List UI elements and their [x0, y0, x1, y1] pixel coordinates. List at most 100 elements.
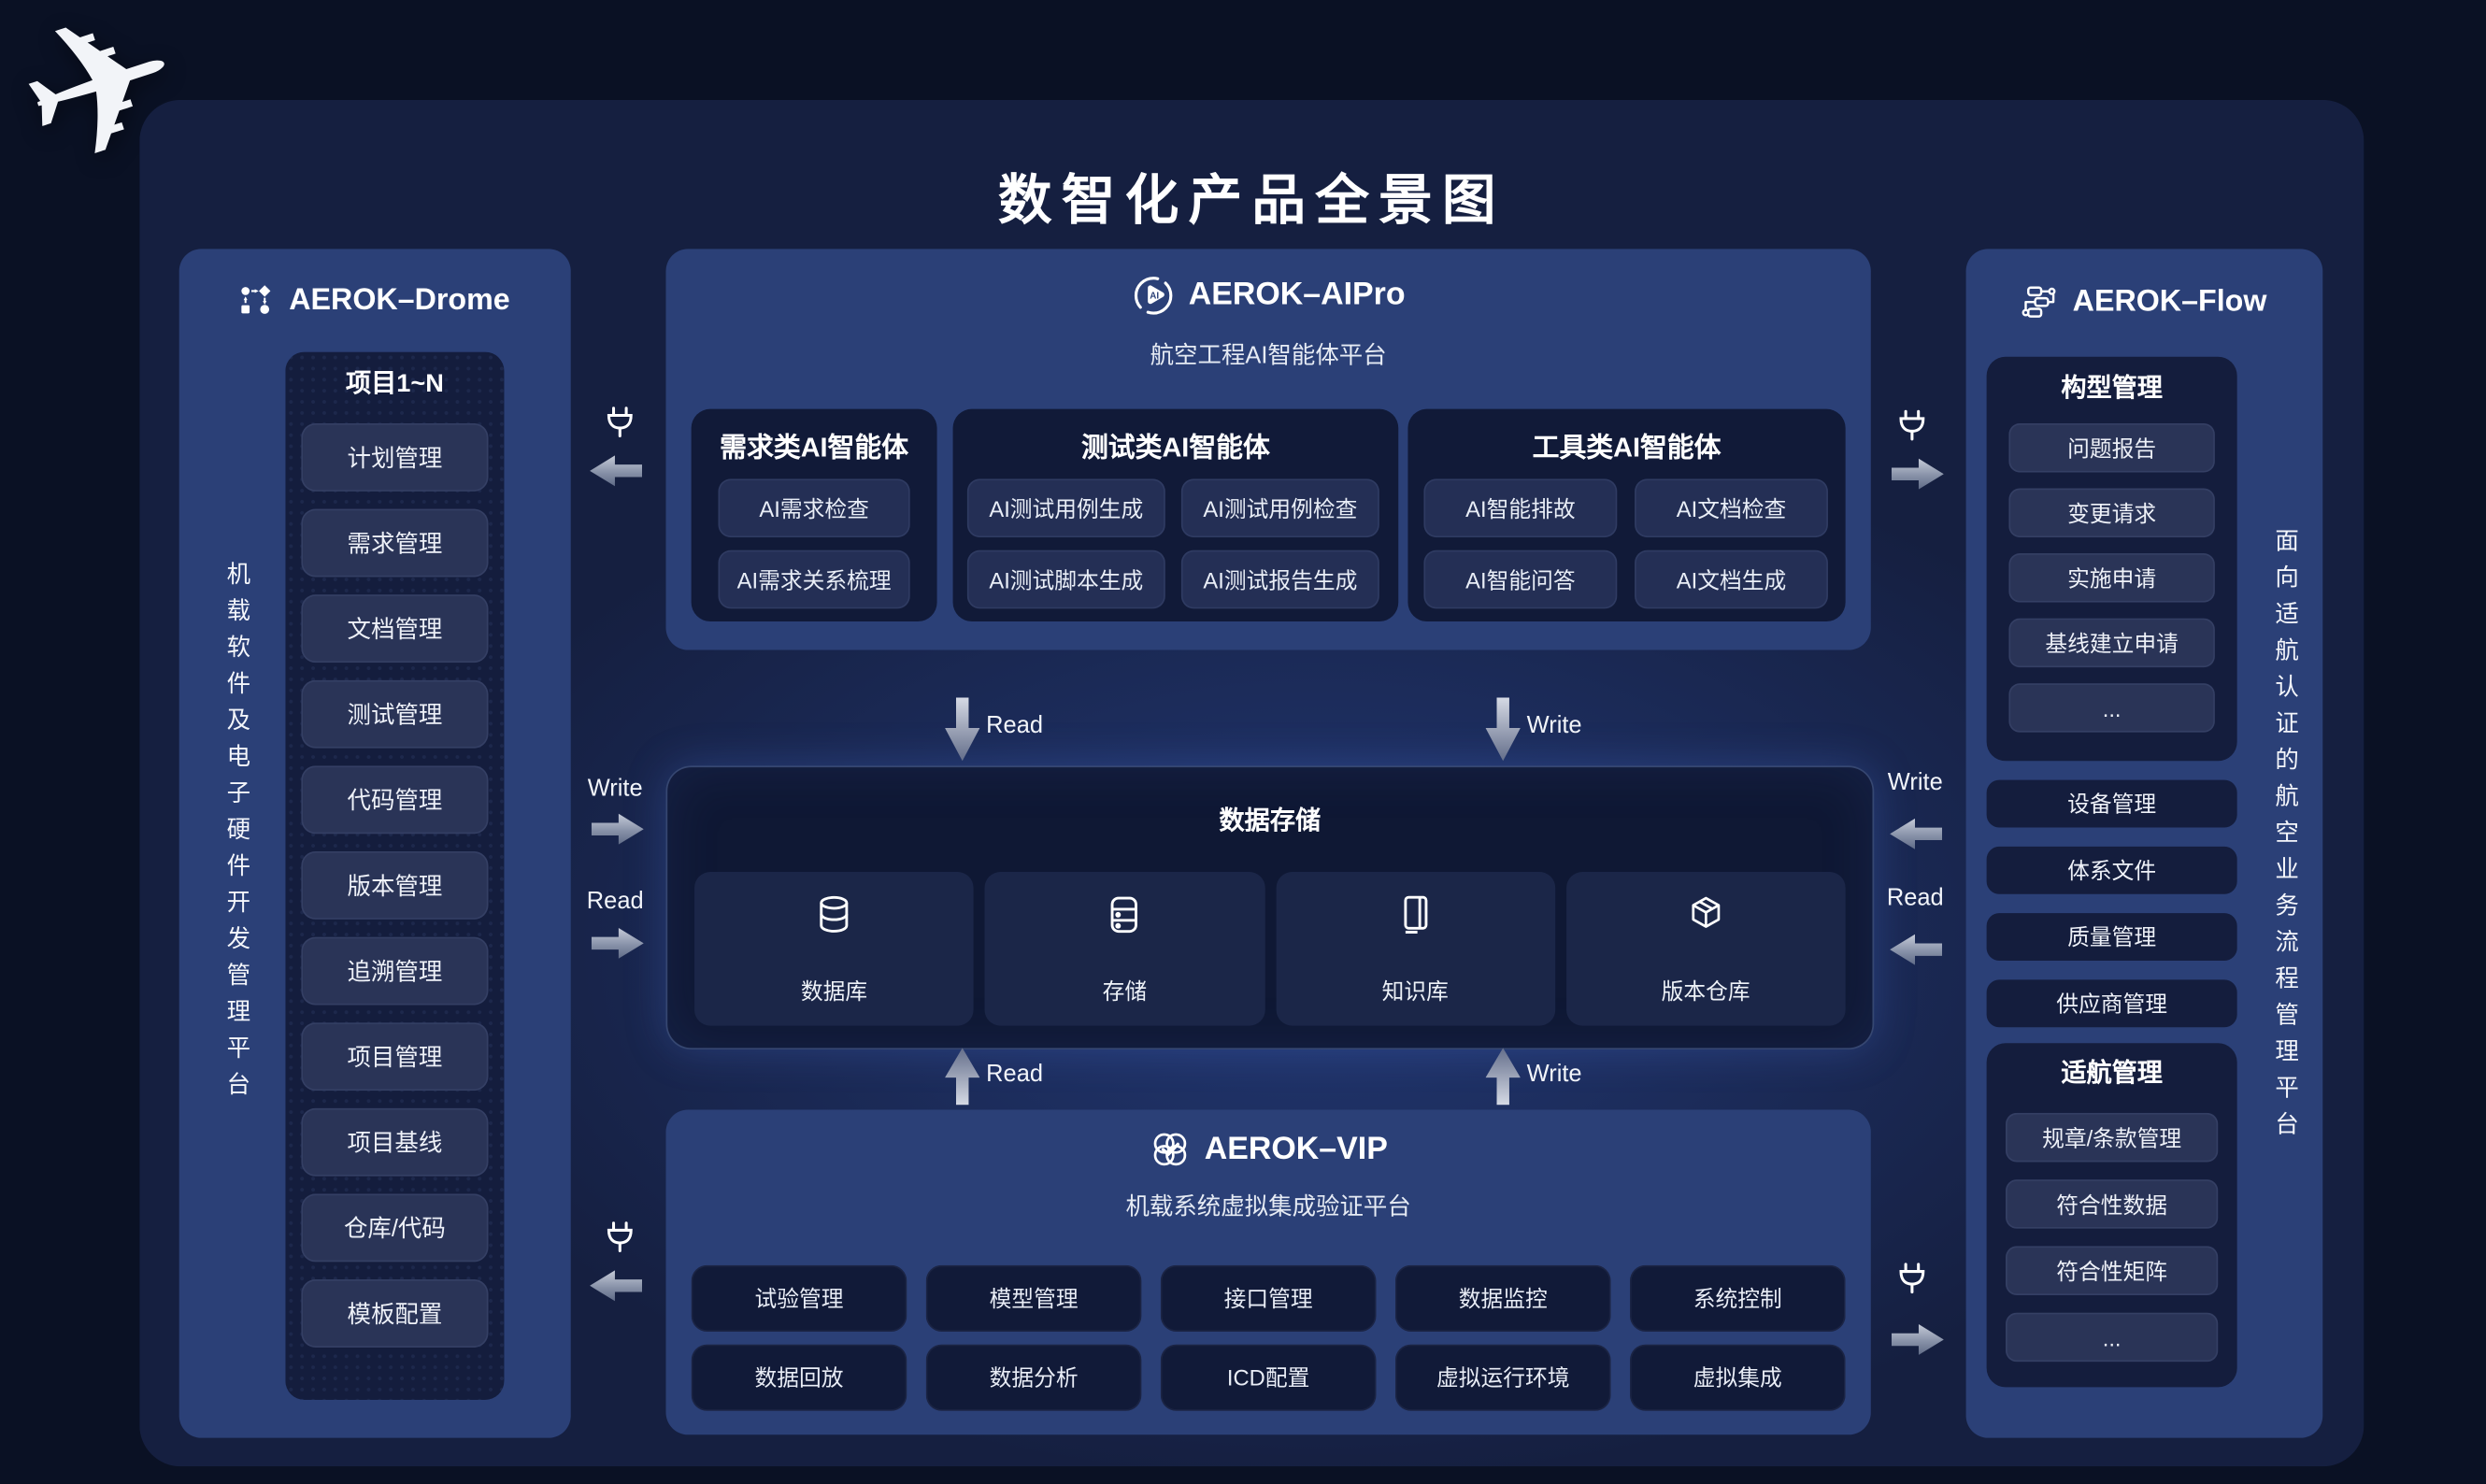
- drome-item[interactable]: 测试管理: [301, 679, 489, 749]
- flow-title: AEROK–Flow: [2072, 284, 2267, 319]
- vip-panel: AEROK–VIP 机载系统虚拟集成验证平台 试验管理 模型管理 接口管理 数据…: [665, 1109, 1871, 1435]
- airworthiness-item-more[interactable]: ...: [2005, 1312, 2219, 1363]
- flow-item[interactable]: 质量管理: [1986, 913, 2237, 962]
- aipro-header: AI AEROK–AIPro: [666, 274, 1871, 317]
- vip-item[interactable]: 数据回放: [691, 1344, 907, 1411]
- aipro-subtitle: 航空工程AI智能体平台: [1150, 342, 1387, 370]
- ai-agent-chip[interactable]: AI测试脚本生成: [966, 549, 1165, 609]
- drome-item[interactable]: 文档管理: [301, 594, 489, 664]
- vip-subtitle: 机载系统虚拟集成验证平台: [1125, 1193, 1411, 1221]
- flow-config-item[interactable]: 基线建立申请: [2008, 618, 2215, 668]
- vip-header: AEROK–VIP: [666, 1129, 1871, 1170]
- vip-row-1: 试验管理 模型管理 接口管理 数据监控 系统控制: [691, 1264, 1846, 1333]
- vip-item[interactable]: 数据监控: [1394, 1264, 1611, 1333]
- flow-item[interactable]: 体系文件: [1986, 846, 2237, 894]
- storage-card-label: 数据库: [800, 977, 868, 1004]
- storage-card-label: 知识库: [1381, 977, 1449, 1004]
- page-title: 数智化产品全景图: [997, 171, 1506, 232]
- project-list-panel: 项目1~N 计划管理 需求管理 文档管理 测试管理 代码管理 版本管理 追溯管理…: [285, 351, 505, 1400]
- ai-group-testing: 测试类AI智能体 AI测试用例生成 AI测试用例检查 AI测试脚本生成 AI测试…: [952, 408, 1399, 622]
- ai-agent-chip[interactable]: AI需求关系梳理: [718, 549, 910, 609]
- vip-item[interactable]: 数据分析: [925, 1344, 1142, 1411]
- drome-item[interactable]: 模板配置: [301, 1279, 489, 1348]
- drome-item[interactable]: 项目管理: [301, 1022, 489, 1092]
- drome-item[interactable]: 追溯管理: [301, 936, 489, 1006]
- vip-item[interactable]: 模型管理: [925, 1264, 1142, 1333]
- workflow-icon: [241, 285, 271, 314]
- storage-card-label: 版本仓库: [1661, 977, 1750, 1004]
- ai-agent-chip[interactable]: AI测试用例生成: [966, 478, 1165, 538]
- read-label: Read: [986, 1060, 1044, 1088]
- pipeline-icon: [2022, 286, 2056, 318]
- storage-panel: 数据存储 数据库 存储: [665, 765, 1875, 1050]
- ai-agent-chip[interactable]: AI测试报告生成: [1180, 549, 1379, 609]
- flow-config-item[interactable]: 问题报告: [2008, 422, 2215, 473]
- ai-group-title: 测试类AI智能体: [1080, 433, 1270, 464]
- read-label: Read: [1886, 884, 1944, 912]
- drome-item[interactable]: 代码管理: [301, 765, 489, 835]
- airworthiness-item[interactable]: 规章/条款管理: [2005, 1112, 2219, 1163]
- storage-card-storage[interactable]: 存储: [984, 872, 1264, 1026]
- ai-agent-chip[interactable]: AI测试用例检查: [1180, 478, 1379, 538]
- vip-item[interactable]: 虚拟集成: [1629, 1344, 1846, 1411]
- drome-item[interactable]: 仓库/代码: [301, 1193, 489, 1263]
- drome-item[interactable]: 需求管理: [301, 508, 489, 578]
- airworthiness-group: 适航管理 规章/条款管理 符合性数据 符合性矩阵 ...: [1986, 1043, 2237, 1388]
- drome-item[interactable]: 计划管理: [301, 422, 489, 492]
- ai-group-title: 需求类AI智能体: [720, 433, 909, 464]
- flow-panel: AEROK–Flow 构型管理 问题报告 变更请求 实施申请 基线建立申请 ..…: [1965, 249, 2323, 1438]
- plug-icon: [1899, 1263, 1925, 1294]
- ai-agent-chip[interactable]: AI智能问答: [1423, 549, 1618, 609]
- aipro-panel: AI AEROK–AIPro 航空工程AI智能体平台 需求类AI智能体 AI需求…: [665, 249, 1871, 650]
- airworthiness-item[interactable]: 符合性数据: [2005, 1179, 2219, 1229]
- svg-text:AI: AI: [1150, 292, 1159, 302]
- flow-config-item-more[interactable]: ...: [2008, 683, 2215, 733]
- airworthiness-item[interactable]: 符合性矩阵: [2005, 1246, 2219, 1295]
- ai-agent-chip[interactable]: AI智能排故: [1423, 478, 1618, 538]
- vip-item[interactable]: 系统控制: [1629, 1264, 1846, 1333]
- petal-check-icon: [1153, 1133, 1186, 1166]
- storage-card-repo[interactable]: 版本仓库: [1565, 872, 1846, 1026]
- drome-title: AEROK–Drome: [289, 283, 510, 318]
- server-icon: [1111, 896, 1138, 934]
- flow-item[interactable]: 供应商管理: [1986, 979, 2237, 1028]
- ai-agent-chip[interactable]: AI文档检查: [1635, 478, 1828, 538]
- plug-icon: [1899, 409, 1925, 441]
- storage-title: 数据存储: [1219, 808, 1322, 836]
- read-label: Read: [986, 711, 1044, 739]
- write-label: Write: [587, 775, 643, 803]
- drome-panel: AEROK–Drome 机载软件及电子硬件开发管理平台 项目1~N 计划管理 需…: [179, 249, 571, 1438]
- drome-vertical-label: 机载软件及电子硬件开发管理平台: [223, 561, 251, 1108]
- storage-card-database[interactable]: 数据库: [694, 872, 975, 1026]
- config-mgmt-title: 构型管理: [2061, 376, 2163, 403]
- plug-icon: [607, 407, 633, 438]
- ai-group-title: 工具类AI智能体: [1532, 433, 1722, 464]
- drome-header: AEROK–Drome: [179, 284, 571, 319]
- flow-config-item[interactable]: 变更请求: [2008, 488, 2215, 538]
- storage-card-knowledge[interactable]: 知识库: [1275, 872, 1555, 1026]
- plug-icon: [607, 1221, 633, 1253]
- ai-agent-chip[interactable]: AI文档生成: [1635, 549, 1828, 609]
- config-mgmt-group: 构型管理 问题报告 变更请求 实施申请 基线建立申请 ...: [1986, 356, 2237, 762]
- ai-group-tools: 工具类AI智能体 AI智能排故 AI文档检查 AI智能问答 AI文档生成: [1407, 408, 1846, 622]
- package-icon: [1692, 896, 1721, 928]
- notebook-icon: [1403, 895, 1427, 934]
- write-label: Write: [1526, 1060, 1582, 1088]
- storage-card-label: 存储: [1102, 977, 1148, 1004]
- vip-item[interactable]: 虚拟运行环境: [1394, 1344, 1611, 1411]
- write-label: Write: [1887, 768, 1943, 796]
- ai-agent-chip[interactable]: AI需求检查: [718, 478, 910, 538]
- flow-config-item[interactable]: 实施申请: [2008, 553, 2215, 603]
- drome-item[interactable]: 项目基线: [301, 1107, 489, 1177]
- vip-item[interactable]: ICD配置: [1160, 1344, 1377, 1411]
- drome-item[interactable]: 版本管理: [301, 850, 489, 920]
- vip-item[interactable]: 试验管理: [691, 1264, 907, 1333]
- flow-item[interactable]: 设备管理: [1986, 779, 2237, 828]
- vip-title: AEROK–VIP: [1204, 1131, 1388, 1166]
- vip-row-2: 数据回放 数据分析 ICD配置 虚拟运行环境 虚拟集成: [691, 1344, 1846, 1411]
- ai-group-requirements: 需求类AI智能体 AI需求检查 AI需求关系梳理: [691, 408, 937, 622]
- write-label: Write: [1526, 711, 1582, 739]
- vip-item[interactable]: 接口管理: [1160, 1264, 1377, 1333]
- project-group-title: 项目1~N: [345, 370, 444, 398]
